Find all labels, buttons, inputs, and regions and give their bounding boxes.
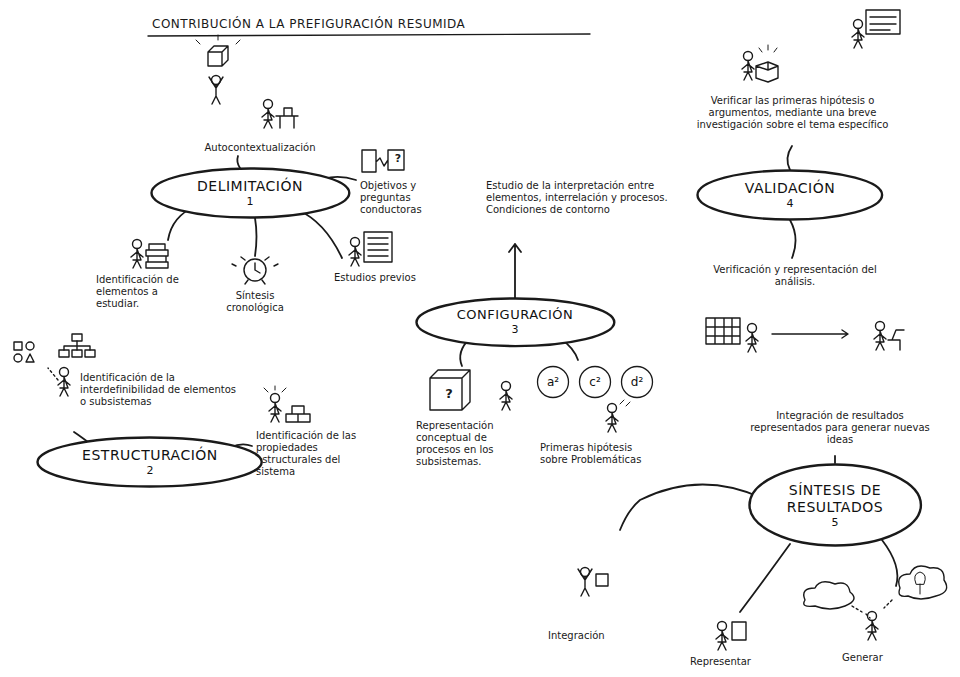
formula-circle: d² <box>620 365 654 399</box>
stage-number: 3 <box>445 323 585 336</box>
leader-lines <box>52 146 897 612</box>
stage-oval: VALIDACIÓN4 <box>696 169 884 221</box>
annotation-text: Autocontextualización <box>195 142 325 154</box>
stage-number: 4 <box>725 197 855 210</box>
stage-oval: SÍNTESIS DE RESULTADOS5 <box>748 463 922 547</box>
thinking-marks <box>620 400 630 406</box>
oval-outline <box>698 171 883 220</box>
annotation-text: Estudios previos <box>334 272 424 284</box>
stick-figure <box>209 76 223 105</box>
cube-icon <box>196 35 240 66</box>
oval-outline <box>538 367 569 398</box>
idea-marks <box>264 386 286 392</box>
arrow-line <box>772 330 848 338</box>
formula-circle: a² <box>536 365 570 399</box>
desk-icon <box>888 330 904 350</box>
stage-number: 5 <box>775 516 895 529</box>
diagram-title: CONTRIBUCIÓN A LA PREFIGURACIÓN RESUMIDA <box>152 18 465 30</box>
stick-figure <box>852 20 864 49</box>
annotation-text: Representar <box>690 656 780 668</box>
annotation-text: Representación conceptual de procesos en… <box>416 420 534 468</box>
cube-icon <box>756 62 778 82</box>
idea-cloud <box>899 566 947 599</box>
thought-cloud <box>804 582 854 609</box>
annotation-text: Objetivos y preguntas conductoras <box>360 180 470 216</box>
node-text-group: ESTRUCTURACIÓN2 <box>70 447 230 477</box>
stage-name: c² <box>589 375 600 389</box>
node-text-group: d² <box>631 375 643 389</box>
stage-oval: ESTRUCTURACIÓN2 <box>36 436 263 488</box>
oval-outline <box>749 465 920 546</box>
dotted-link <box>852 600 892 618</box>
pointer-line <box>48 368 58 380</box>
stage-name: VALIDACIÓN <box>725 180 855 197</box>
stick-figure <box>58 368 70 397</box>
annotation-text: Generar <box>842 652 912 664</box>
stage-oval: DELIMITACIÓN1 <box>150 167 351 219</box>
bulb-icon <box>915 572 926 594</box>
annotation-text: Integración de resultados representados … <box>742 410 938 446</box>
notes-icon <box>362 150 404 172</box>
stage-oval: CONFIGURACIÓN3 <box>415 297 616 348</box>
stick-figure <box>874 322 886 351</box>
annotation-text: Identificación de la interdefinibilidad … <box>80 372 236 408</box>
stage-name: DELIMITACIÓN <box>180 178 320 195</box>
node-text-group: CONFIGURACIÓN3 <box>445 307 585 336</box>
stage-name: ESTRUCTURACIÓN <box>70 447 230 464</box>
annotation-text: Identificación de las propiedades estruc… <box>256 430 376 478</box>
question-mark: ? <box>392 152 404 165</box>
oval-outline <box>622 367 653 398</box>
annotation-text: Verificación y representación del anális… <box>700 264 890 288</box>
formula-circle: c² <box>578 365 612 399</box>
stage-name: SÍNTESIS DE RESULTADOS <box>775 482 895 516</box>
oval-outline <box>38 438 262 487</box>
title-underline <box>148 34 590 36</box>
stick-figure <box>606 404 618 433</box>
node-text-group: SÍNTESIS DE RESULTADOS5 <box>775 482 895 529</box>
stick-figure <box>742 52 754 81</box>
shapes-icon <box>14 342 34 362</box>
stick-figure <box>131 240 143 269</box>
box-icon <box>596 574 608 586</box>
annotation-text: Integración <box>548 630 628 642</box>
oval-outline <box>416 298 614 346</box>
stick-figure <box>262 100 274 129</box>
books-icon <box>146 244 168 268</box>
question-mark: ? <box>441 386 457 402</box>
annotation-text: Primeras hipótesis sobre Problemáticas <box>540 442 652 466</box>
node-text-group: a² <box>547 375 559 389</box>
stage-name: d² <box>631 375 643 389</box>
stage-number: 1 <box>180 195 320 208</box>
annotation-text: Verificar las primeras hipótesis o argum… <box>690 95 895 131</box>
sheet-icon <box>732 622 746 640</box>
annotation-text: Identificación de elementos a estudiar. <box>96 274 186 310</box>
question-cube <box>430 370 470 410</box>
oval-outline <box>580 367 611 398</box>
node-text-group: c² <box>589 375 600 389</box>
blocks-icon <box>286 406 310 422</box>
stick-figure <box>500 382 512 411</box>
stage-name: a² <box>547 375 559 389</box>
stick-figure <box>578 568 592 597</box>
alarm-clock <box>232 257 278 284</box>
desk-icon <box>276 108 298 128</box>
annotation-text: Estudio de la interpretación entre eleme… <box>486 180 682 216</box>
grid-icon <box>706 318 740 344</box>
node-text-group: DELIMITACIÓN1 <box>180 178 320 208</box>
stage-name: CONFIGURACIÓN <box>445 307 585 323</box>
org-chart <box>59 334 95 357</box>
annotation-text: Síntesis cronológica <box>212 290 298 314</box>
stick-figure <box>349 238 361 267</box>
oval-outline <box>151 169 349 218</box>
board-icon <box>364 232 392 262</box>
stick-figure <box>269 394 281 423</box>
idea-marks <box>759 45 777 52</box>
board-icon <box>866 10 900 34</box>
stick-figure <box>716 622 728 651</box>
stick-figure <box>746 324 758 353</box>
node-text-group: VALIDACIÓN4 <box>725 180 855 210</box>
stage-number: 2 <box>70 464 230 477</box>
